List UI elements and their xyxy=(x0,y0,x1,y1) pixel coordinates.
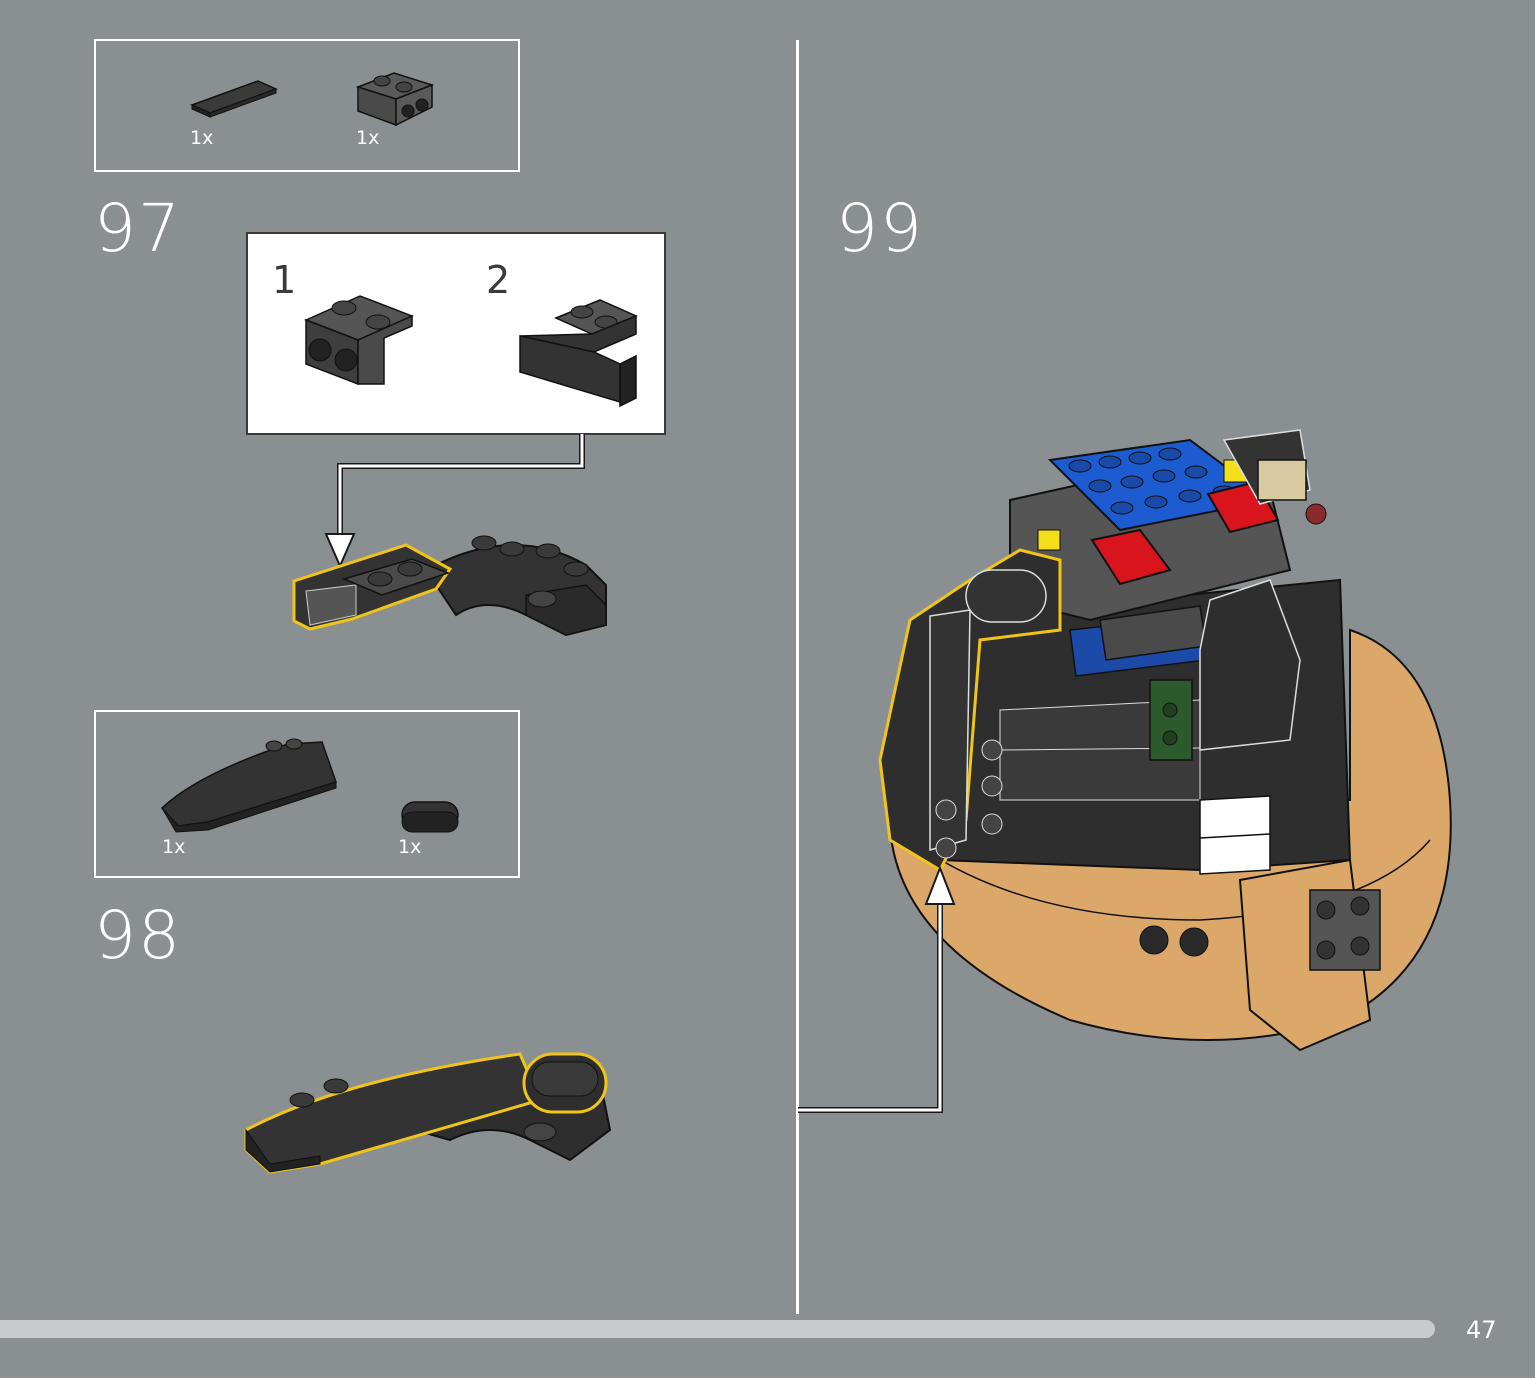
step-98-parts-callout: 1x 1x xyxy=(94,710,520,878)
subassembly-arrow-icon xyxy=(324,434,585,569)
step-97-subassembly-callout: 1 2 xyxy=(246,232,666,435)
step-number-99: 99 xyxy=(836,190,924,267)
page-number: 47 xyxy=(1466,1316,1497,1344)
part-quantity: 1x xyxy=(190,127,214,149)
step-97-parts-callout: 1x 1x xyxy=(94,39,520,172)
step-99-arrow-icon xyxy=(798,865,956,1113)
step-97-assembly-icon xyxy=(292,535,607,637)
step-number-97: 97 xyxy=(94,190,182,267)
tile-1x4-dark-icon xyxy=(189,80,279,118)
tile-1x2-round-icon xyxy=(401,801,459,833)
column-divider xyxy=(796,40,799,1314)
part-quantity: 1x xyxy=(356,127,380,149)
part-quantity: 1x xyxy=(398,836,422,858)
curved-wedge-slope-icon xyxy=(160,738,337,833)
bracket-substep-1-icon xyxy=(304,295,414,386)
page-progress-bar xyxy=(0,1320,1435,1338)
part-quantity: 1x xyxy=(162,836,186,858)
substep-number-1: 1 xyxy=(272,258,297,302)
step-98-assembly-icon xyxy=(244,1052,612,1174)
bracket-with-tile-substep-2-icon xyxy=(519,299,638,408)
substep-number-2: 2 xyxy=(486,258,511,302)
step-99-assembly-icon xyxy=(878,429,1452,1052)
step-number-98: 98 xyxy=(94,897,182,974)
bracket-1x2-dark-icon xyxy=(355,72,435,127)
